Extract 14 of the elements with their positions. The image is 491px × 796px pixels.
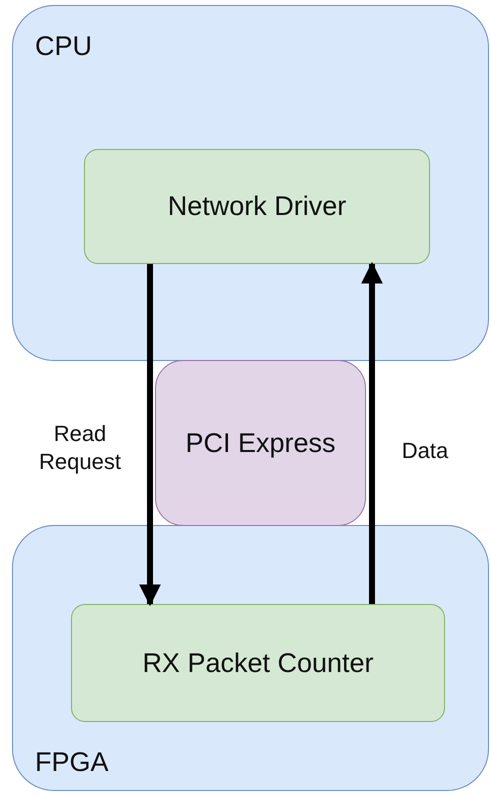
fpga-container — [12, 525, 489, 791]
edge-label: Data — [400, 437, 450, 464]
arrow — [361, 262, 383, 604]
box-label: Network Driver — [168, 190, 346, 224]
cpu-container — [12, 5, 489, 361]
interface-box — [155, 360, 366, 526]
box-label: PCI Express — [185, 426, 336, 460]
container-label: CPU — [35, 30, 92, 63]
process-box — [71, 604, 445, 722]
box-label: RX Packet Counter — [142, 646, 374, 680]
process-box — [84, 149, 430, 264]
arrow — [139, 264, 161, 606]
edge-label: Read Request — [38, 420, 122, 475]
container-label: FPGA — [35, 746, 109, 779]
